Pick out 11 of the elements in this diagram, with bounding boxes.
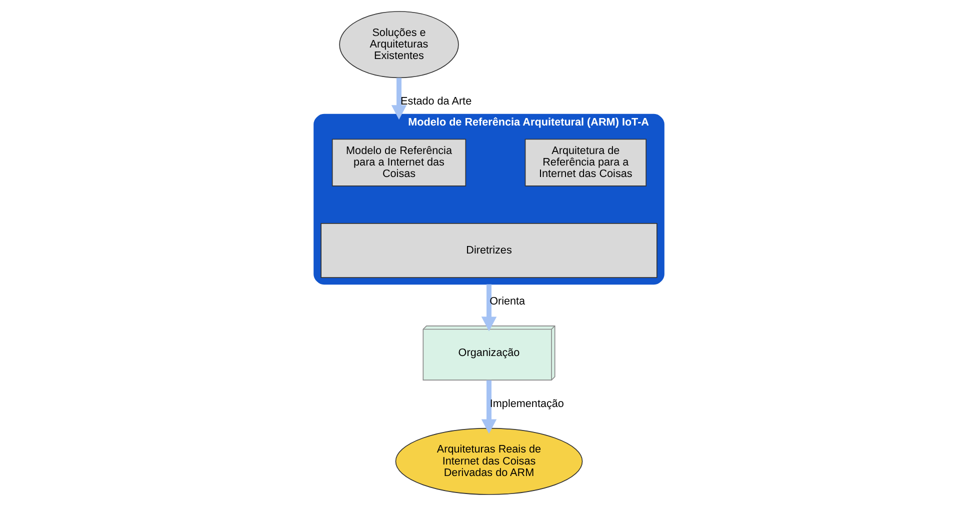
node-box: Arquitetura de Referência para a Internet das Coisas — [524, 138, 646, 186]
arrow — [480, 380, 496, 434]
node-box: Diretrizes — [320, 223, 657, 278]
node-ellipse: Arquiteturas Reais de Internet das Coisas Derivadas do ARM — [394, 428, 582, 495]
arrow — [480, 284, 496, 332]
node-ellipse: Soluções e Arquiteturas Existentes — [338, 11, 458, 78]
edge-label: Implementação — [489, 398, 564, 410]
edge-label: Orienta — [489, 296, 525, 308]
arrow — [390, 78, 406, 120]
node-box: Modelo de Referência para a Internet das Coisas — [331, 138, 466, 186]
edge-label: Estado da Arte — [400, 96, 472, 108]
